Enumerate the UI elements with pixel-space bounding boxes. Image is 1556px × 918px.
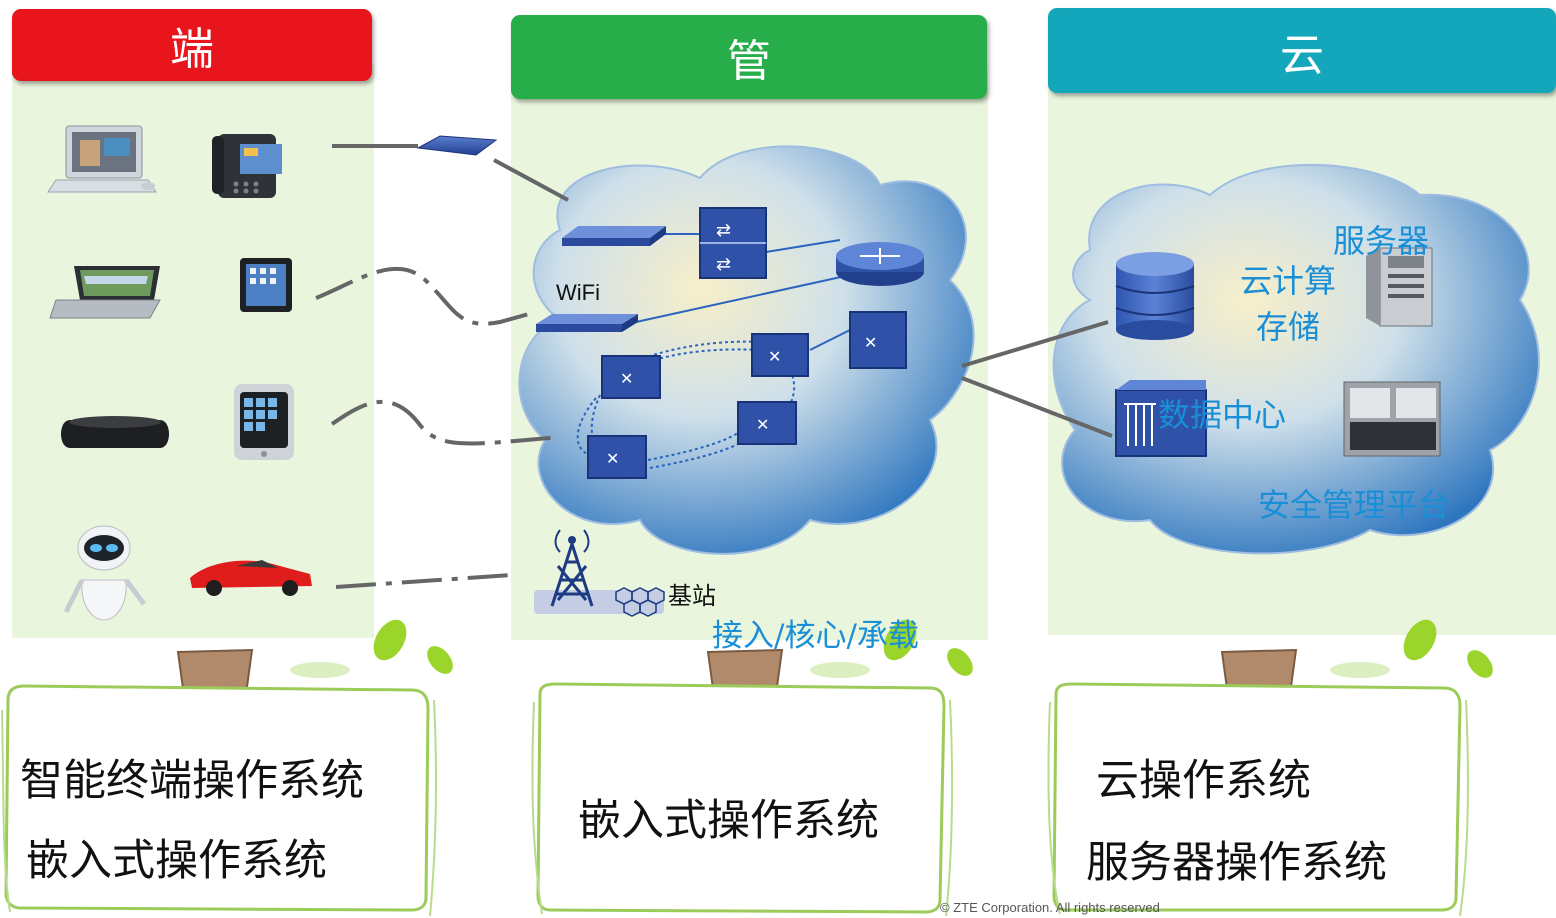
terminal-os-line-1: 智能终端操作系统 bbox=[20, 756, 364, 806]
svg-text:⇄: ⇄ bbox=[716, 254, 731, 275]
cloud-os-line-2: 服务器操作系统 bbox=[1086, 838, 1387, 888]
server-label: 服务器 bbox=[1333, 222, 1430, 260]
storage-label: 存储 bbox=[1256, 308, 1321, 346]
router-arrows: ✕ ✕ ✕ ✕ ✕ bbox=[606, 333, 877, 468]
laptop-icon bbox=[49, 266, 161, 319]
wifi-label: WiFi bbox=[556, 280, 600, 305]
server-icon bbox=[1366, 247, 1433, 327]
security-platform-label: 安全管理平台 bbox=[1258, 486, 1451, 524]
access-point-icon bbox=[416, 135, 498, 156]
connection-lines bbox=[315, 144, 1113, 589]
tablet-icon bbox=[240, 258, 292, 312]
ip-phone-icon bbox=[212, 134, 282, 198]
os-box-sketch-lines bbox=[1, 699, 1469, 917]
core-switch-icon: ⇄ ⇄ bbox=[699, 207, 767, 279]
datacenter-icon bbox=[1115, 380, 1207, 457]
svg-text:✕: ✕ bbox=[620, 369, 633, 388]
terminal-header: 端 bbox=[12, 9, 372, 81]
cloud-header: 云 bbox=[1048, 8, 1556, 93]
set-top-box-icon bbox=[61, 416, 169, 448]
pipe-header: 管 bbox=[511, 15, 987, 99]
svg-text:✕: ✕ bbox=[864, 333, 877, 352]
server-rack-icon bbox=[1343, 381, 1441, 457]
cloud-compute-label: 云计算 bbox=[1240, 262, 1337, 300]
cloud-os-line-1: 云操作系统 bbox=[1096, 756, 1311, 806]
smartphone-icon bbox=[234, 384, 294, 460]
router-icon bbox=[836, 242, 924, 286]
svg-text:✕: ✕ bbox=[768, 347, 781, 366]
robot-icon bbox=[63, 525, 146, 621]
copyright-footer: © ZTE Corporation. All rights reserved bbox=[940, 900, 1160, 915]
cell-tower-icon bbox=[534, 529, 665, 617]
svg-text:⇄: ⇄ bbox=[716, 220, 731, 241]
os-box-frames bbox=[4, 682, 1462, 914]
svg-text:✕: ✕ bbox=[606, 449, 619, 468]
router-node-icon bbox=[587, 311, 907, 479]
sports-car-icon bbox=[190, 560, 312, 596]
datacenter-label: 数据中心 bbox=[1158, 396, 1287, 434]
database-icon bbox=[1115, 252, 1195, 340]
terminal-os-line-2: 嵌入式操作系统 bbox=[26, 836, 327, 886]
pipe-os-line-1: 嵌入式操作系统 bbox=[578, 796, 879, 846]
leaf-icon bbox=[290, 619, 1493, 678]
switch-icon bbox=[536, 314, 638, 332]
base-station-label: 基站 bbox=[668, 582, 716, 610]
svg-text:✕: ✕ bbox=[756, 415, 769, 434]
network-layers-label: 接入/核心/承载 bbox=[712, 618, 919, 654]
switch-icon bbox=[562, 226, 666, 246]
desktop-pc-icon bbox=[47, 125, 157, 193]
